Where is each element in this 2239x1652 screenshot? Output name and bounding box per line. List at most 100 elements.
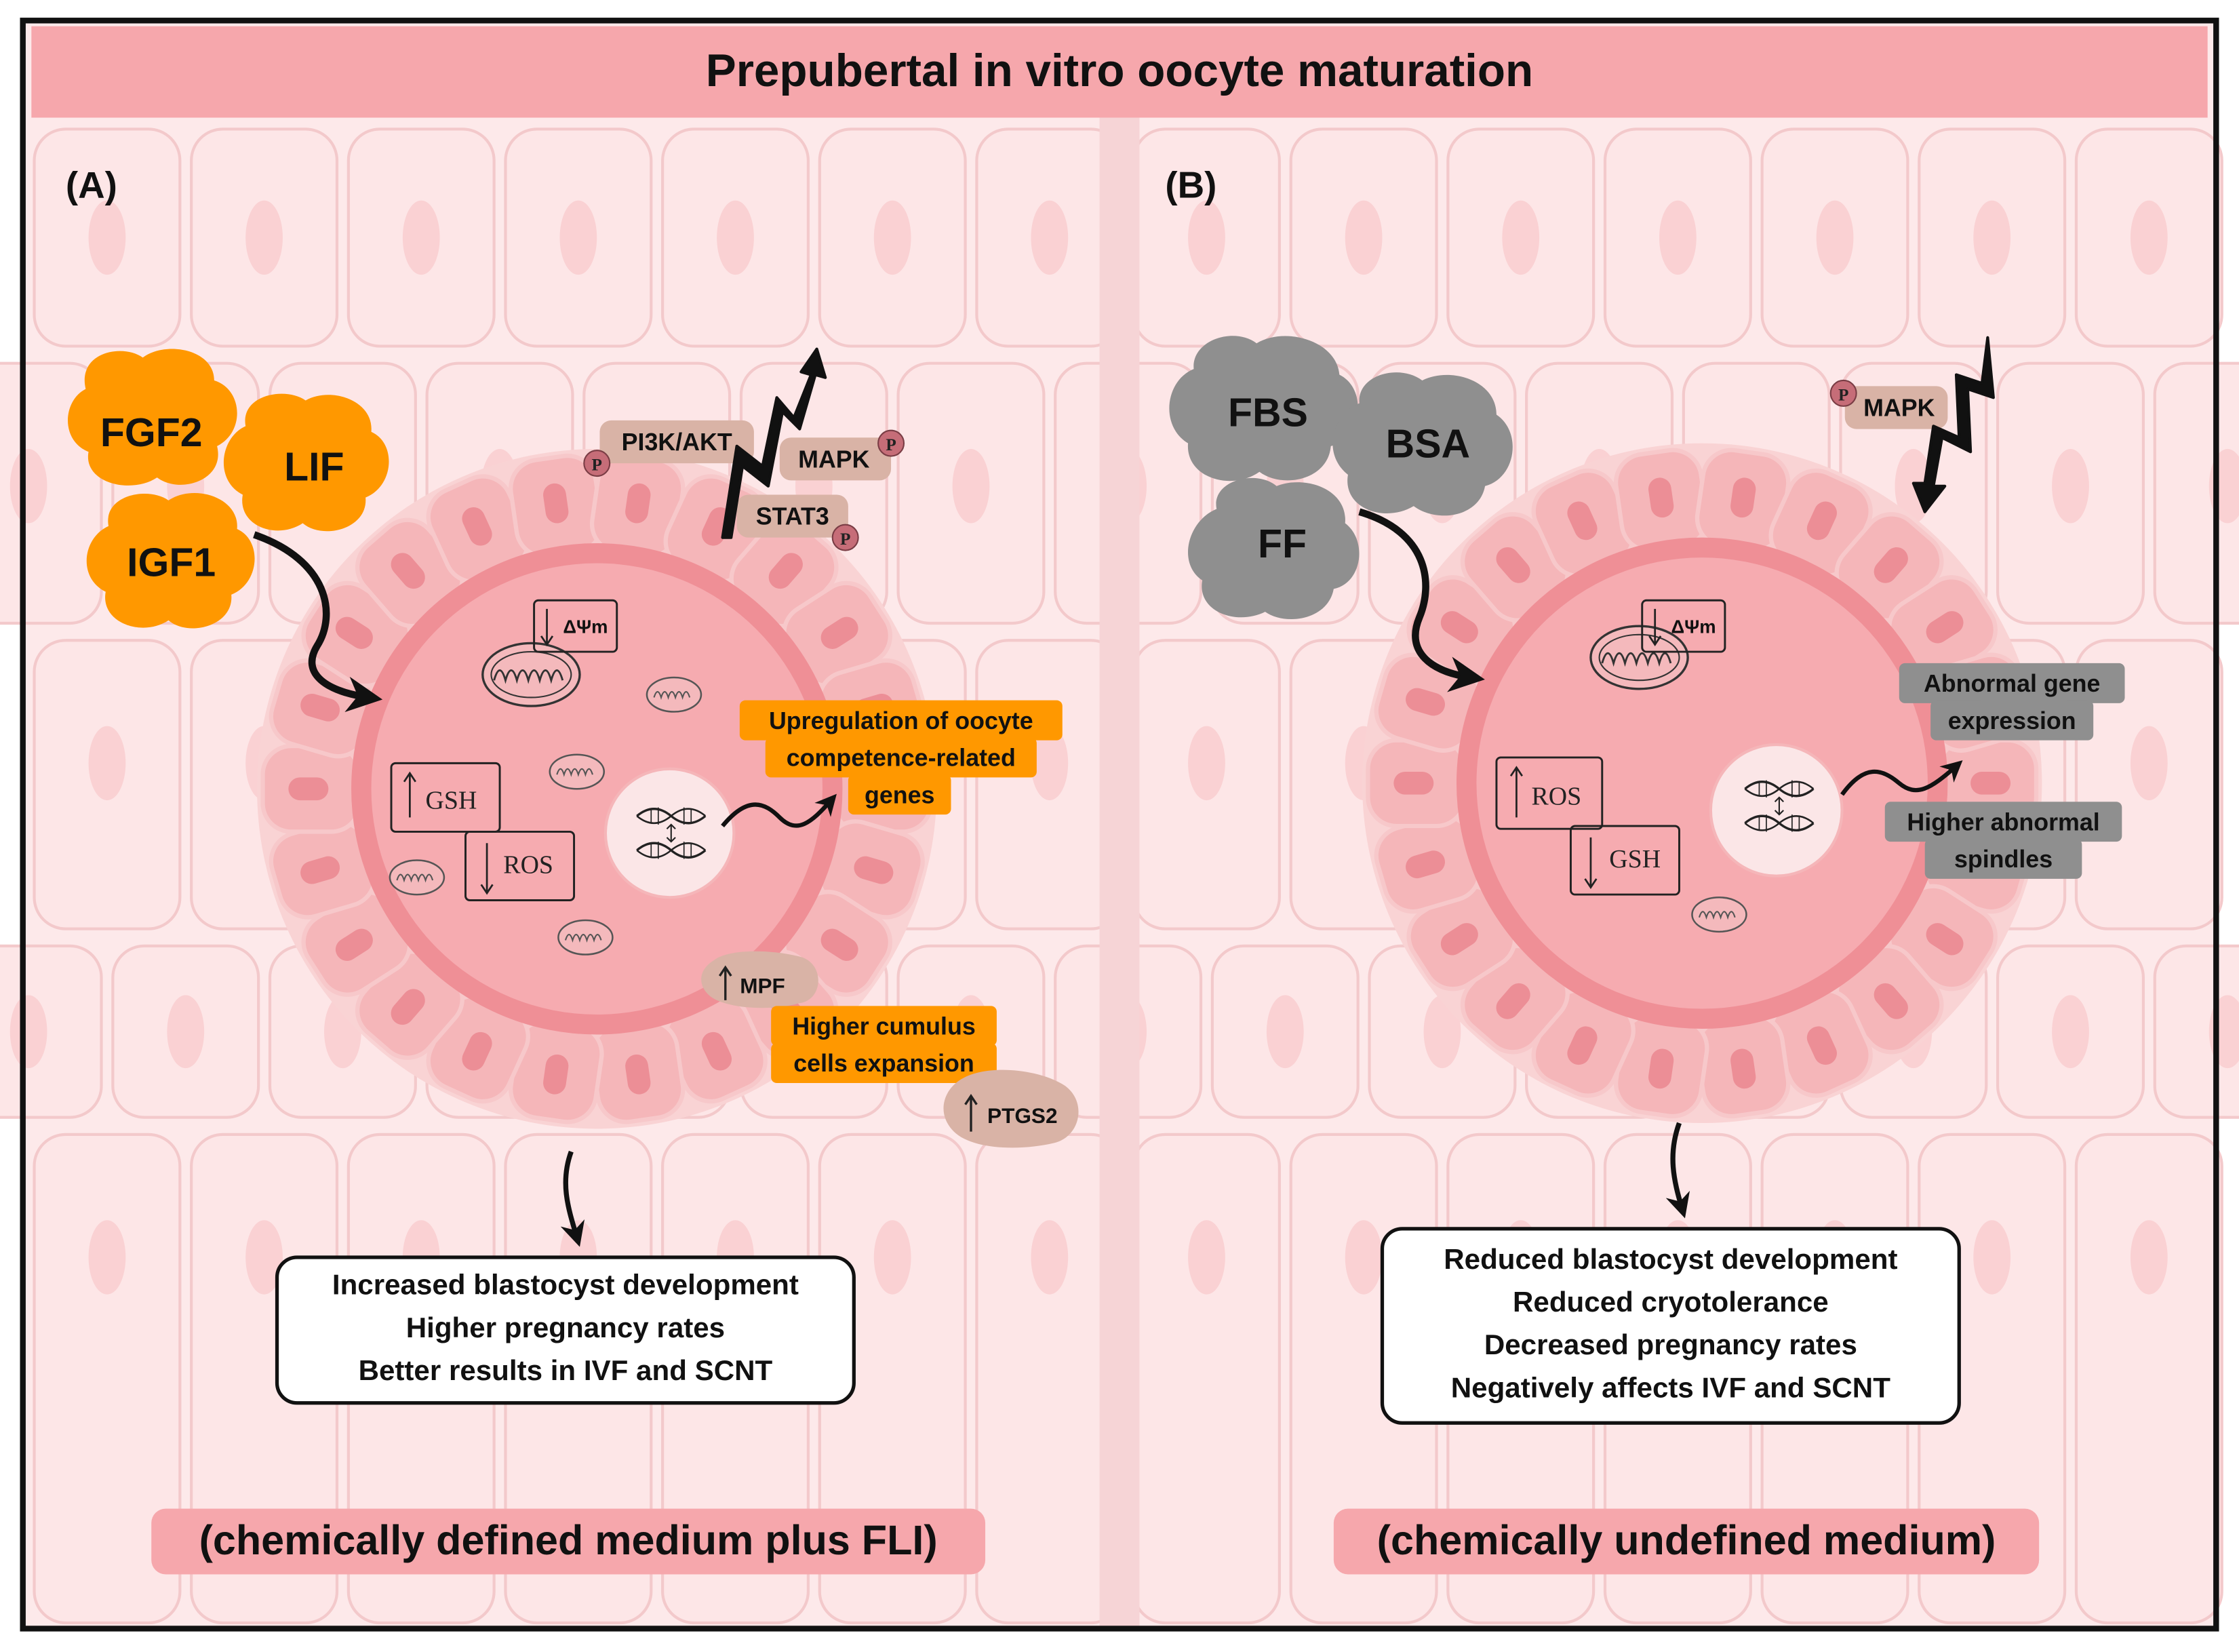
phospho-marker: [1829, 379, 1857, 407]
supplement-entry-arrow-b: [1358, 508, 1485, 692]
svg-text:GSH: GSH: [1609, 845, 1661, 873]
svg-text:Better results in IVF and SCNT: Better results in IVF and SCNT: [359, 1354, 773, 1386]
mitochondrion-icon: [549, 753, 606, 790]
figure-frame: [20, 18, 2219, 1632]
svg-text:Reduced blastocyst development: Reduced blastocyst development: [1444, 1243, 1897, 1275]
cumulus-cell: [260, 743, 362, 834]
tissue-cell: [2153, 944, 2239, 1119]
svg-text:ROS: ROS: [503, 850, 553, 879]
cumulus-cell: [508, 453, 604, 559]
tissue-cell: [2074, 127, 2223, 348]
tissue-cell: [1996, 361, 2145, 625]
svg-text:P: P: [592, 456, 602, 475]
svg-text:Upregulation of oocyte: Upregulation of oocyte: [769, 707, 1033, 734]
mitochondrion-icon: [557, 919, 614, 956]
svg-text:Decreased pregnancy rates: Decreased pregnancy rates: [1484, 1329, 1857, 1360]
svg-text:(chemically defined medium plu: (chemically defined medium plus FLI): [199, 1517, 938, 1563]
tissue-cell: [1446, 127, 1596, 348]
upregulation-callout: Upregulation of oocyte competence-relate…: [739, 700, 1063, 815]
svg-text:(chemically undefined medium): (chemically undefined medium): [1377, 1517, 1996, 1563]
marker-ros-down-a: ROS: [464, 830, 576, 901]
tissue-cell: [1210, 944, 1360, 1119]
mitochondrion-icon: [1691, 897, 1747, 933]
tissue-cell: [33, 1133, 182, 1625]
phospho-marker: [583, 450, 611, 477]
oocyte-nucleus-a: [603, 767, 736, 899]
pathway-stat3: STAT3 P: [736, 494, 859, 551]
marker-gsh-up-a: GSH: [390, 762, 501, 833]
outcome-arrow-b: [1665, 1122, 1690, 1219]
cumulus-cell: [508, 1019, 604, 1124]
oocyte-complex-b: [1362, 443, 2042, 1124]
svg-text:spindles: spindles: [1954, 846, 2053, 873]
svg-text:Abnormal gene: Abnormal gene: [1924, 670, 2100, 697]
svg-text:Higher abnormal: Higher abnormal: [1907, 808, 2099, 835]
svg-text:BSA: BSA: [1386, 422, 1470, 467]
svg-text:ROS: ROS: [1532, 782, 1582, 810]
tissue-cell: [1996, 944, 2145, 1119]
tissue-cell: [1603, 127, 1752, 348]
svg-text:genes: genes: [865, 781, 934, 808]
tissue-cell: [661, 127, 810, 348]
tissue-cell: [1760, 127, 1909, 348]
mitochondrion-icon: [389, 859, 445, 896]
tissue-cell: [190, 127, 339, 348]
svg-text:IGF1: IGF1: [127, 540, 216, 585]
tissue-cell: [975, 1133, 1124, 1625]
outcome-arrow-a: [560, 1150, 585, 1247]
tissue-cell: [504, 127, 653, 348]
svg-text:P: P: [886, 435, 896, 454]
svg-text:PTGS2: PTGS2: [987, 1103, 1058, 1128]
oocyte-nucleus-b: [1709, 743, 1844, 878]
pathway-down-arrow: [1911, 336, 1995, 513]
ptgs2-label: PTGS2: [943, 1069, 1079, 1148]
cumulus-cell: [1613, 1013, 1709, 1119]
mpf-label: MPF: [701, 951, 818, 1008]
svg-text:FBS: FBS: [1228, 391, 1308, 435]
gene-expression-arrow-a: [721, 793, 837, 828]
svg-text:Reduced cryotolerance: Reduced cryotolerance: [1513, 1286, 1829, 1318]
pathway-mapk-b: MAPK P: [1829, 379, 1948, 429]
svg-text:P: P: [1838, 385, 1848, 404]
title-banner: [31, 26, 2208, 118]
supplement-lif: LIF: [223, 393, 389, 532]
tissue-cell: [818, 127, 967, 348]
svg-text:Increased blastocyst developme: Increased blastocyst development: [332, 1269, 799, 1301]
supplement-fgf2: FGF2: [68, 349, 237, 486]
marker-delta-psi-b: ΔΨm: [1641, 599, 1726, 653]
outcome-box-b: [1380, 1227, 1961, 1425]
tissue-cell: [1132, 639, 1281, 930]
svg-text:ΔΨm: ΔΨm: [1671, 616, 1716, 637]
svg-text:PI3K/AKT: PI3K/AKT: [622, 429, 732, 456]
svg-text:GSH: GSH: [426, 787, 477, 815]
tissue-cell: [2074, 1133, 2223, 1625]
tissue-cell: [1132, 127, 1281, 348]
tissue-cell: [1918, 127, 2067, 348]
tissue-cell: [346, 127, 496, 348]
tissue-cell: [0, 944, 103, 1119]
panel-b-tag: (B): [1165, 163, 1216, 205]
svg-text:expression: expression: [1948, 707, 2076, 734]
svg-text:FF: FF: [1258, 522, 1307, 566]
svg-text:LIF: LIF: [284, 445, 344, 489]
svg-text:STAT3: STAT3: [756, 503, 829, 530]
panel-a: (A) FGF2 LIF IGF1 PI3K/AKT P MAPK P: [66, 163, 1079, 1575]
abnormal-spindles-callout: Higher abnormal spindles: [1884, 802, 2122, 879]
svg-text:ΔΨm: ΔΨm: [563, 616, 608, 637]
cumulus-cell: [1887, 575, 1998, 683]
svg-text:MAPK: MAPK: [1863, 395, 1935, 422]
supplement-bsa: BSA: [1332, 372, 1513, 516]
pathway-pi3k-akt: PI3K/AKT P: [583, 420, 754, 477]
tissue-cell: [2074, 639, 2223, 930]
panel-a-tag: (A): [66, 163, 117, 205]
svg-text:FGF2: FGF2: [100, 411, 203, 455]
phospho-marker: [877, 429, 905, 457]
tissue-cell: [2153, 361, 2239, 625]
svg-text:cells expansion: cells expansion: [793, 1050, 974, 1077]
cumulus-cell: [301, 890, 412, 997]
svg-text:Negatively affects IVF and SCN: Negatively affects IVF and SCNT: [1451, 1371, 1890, 1403]
svg-text:competence-related: competence-related: [787, 745, 1016, 772]
ooplasm: [1476, 557, 1928, 1009]
tissue-cell: [33, 127, 182, 348]
